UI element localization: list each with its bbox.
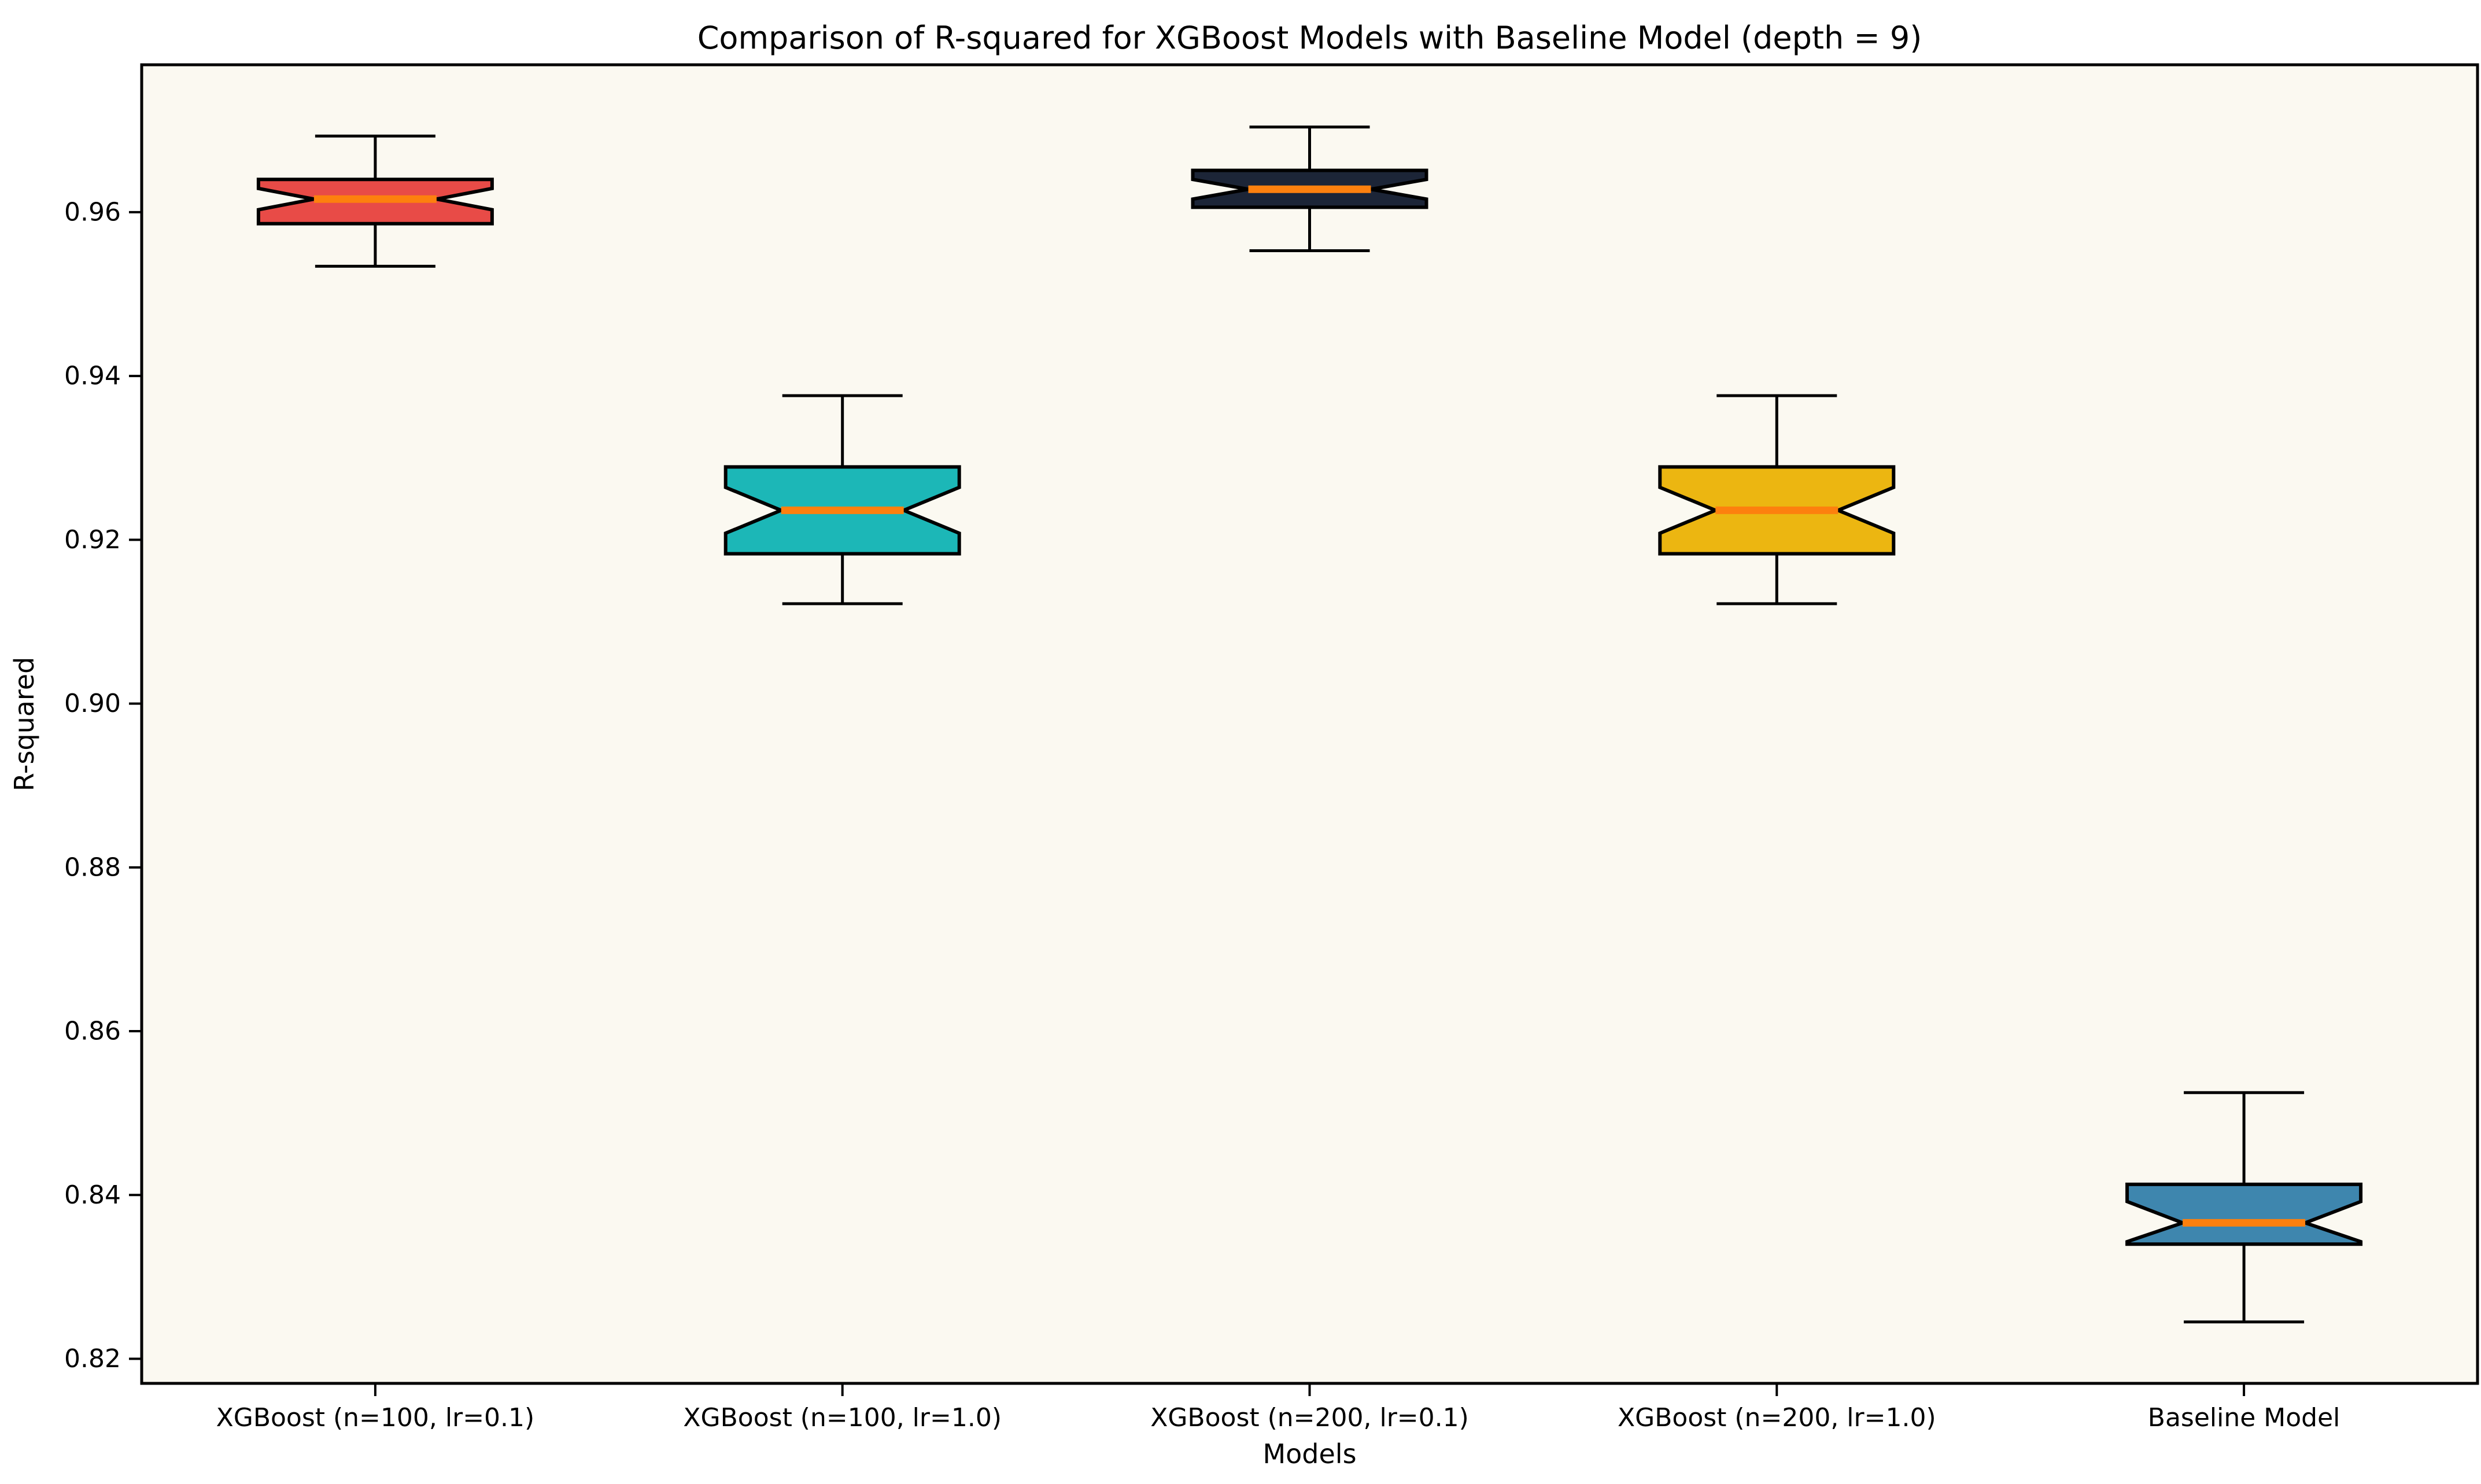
plot-area bbox=[140, 63, 2479, 1385]
y-tick-label: 0.84 bbox=[64, 1180, 121, 1210]
y-tick-label: 0.90 bbox=[64, 689, 121, 718]
boxplot-box: XGBoost (n=200, lr=1.0) bbox=[1618, 394, 1936, 1433]
y-tick-label: 0.92 bbox=[64, 525, 121, 555]
chart-title: Comparison of R-squared for XGBoost Mode… bbox=[697, 20, 1922, 56]
chart-elements: 0.82 0.84 0.86 0.88 0.90 0.92 0.94 0.96XGBoost … bbox=[64, 125, 2363, 1433]
boxplot-box: Baseline Model bbox=[2125, 1091, 2363, 1433]
x-tick-label: Baseline Model bbox=[2148, 1403, 2340, 1433]
y-tick-label: 0.82 bbox=[64, 1344, 121, 1374]
y-tick-label: 0.94 bbox=[64, 361, 121, 391]
x-axis-label: Models bbox=[1262, 1438, 1356, 1470]
x-tick-label: XGBoost (n=200, lr=1.0) bbox=[1618, 1403, 1936, 1433]
y-axis-label: R-squared bbox=[9, 657, 40, 792]
x-tick-label: XGBoost (n=100, lr=1.0) bbox=[683, 1403, 1002, 1433]
boxplot-box: XGBoost (n=200, lr=0.1) bbox=[1150, 125, 1469, 1433]
x-tick-label: XGBoost (n=100, lr=0.1) bbox=[216, 1403, 535, 1433]
notched-box bbox=[2125, 1182, 2363, 1246]
y-tick-label: 0.86 bbox=[64, 1017, 121, 1046]
boxplot-box: XGBoost (n=100, lr=1.0) bbox=[683, 394, 1002, 1433]
boxplot-box: XGBoost (n=100, lr=0.1) bbox=[216, 134, 535, 1433]
y-tick-label: 0.88 bbox=[64, 852, 121, 882]
y-tick-label: 0.96 bbox=[64, 197, 121, 227]
x-tick-label: XGBoost (n=200, lr=0.1) bbox=[1150, 1403, 1469, 1433]
